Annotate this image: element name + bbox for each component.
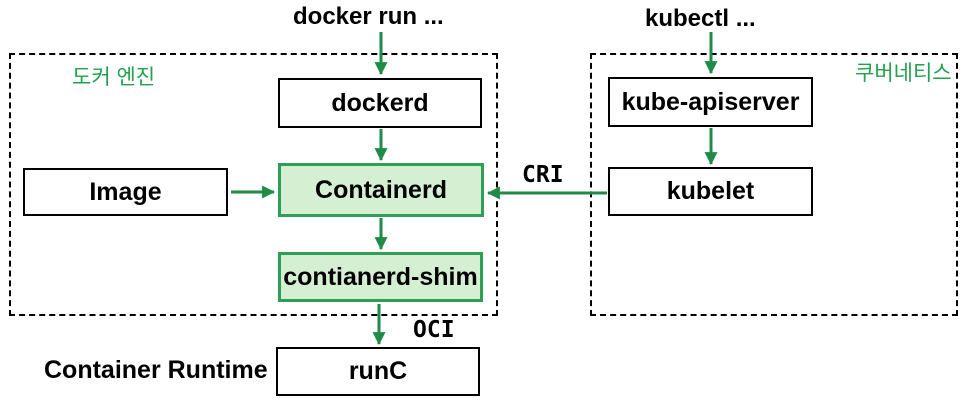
container-runtime-caption: Container Runtime (44, 356, 268, 384)
docker-engine-group-label: 도커 엔진 (72, 66, 156, 89)
node-containerd: Containerd (278, 163, 484, 217)
node-kubelet: kubelet (608, 167, 813, 216)
node-image-label: Image (89, 177, 162, 206)
node-kubelet-label: kubelet (666, 177, 755, 205)
node-kube-apiserver: kube-apiserver (608, 77, 813, 127)
oci-edge-label: OCI (413, 317, 455, 343)
node-dockerd-label: dockerd (331, 88, 429, 117)
docker-run-command-label: docker run ... (293, 3, 444, 30)
kubectl-command-label: kubectl ... (645, 5, 756, 32)
node-kube-apiserver-label: kube-apiserver (621, 87, 800, 116)
cri-edge-label: CRI (522, 162, 564, 188)
kubernetes-group-box (590, 53, 958, 316)
node-image: Image (23, 168, 228, 216)
node-containerd-shim-label: contianerd-shim (283, 262, 478, 291)
node-containerd-label: Containerd (315, 175, 447, 204)
node-runc-label: runC (348, 357, 408, 385)
node-runc: runC (276, 347, 480, 396)
node-containerd-shim: contianerd-shim (278, 252, 483, 302)
docker-engine-group-box (9, 53, 498, 316)
kubernetes-group-label: 쿠버네티스 (855, 62, 952, 85)
node-dockerd: dockerd (278, 78, 482, 128)
